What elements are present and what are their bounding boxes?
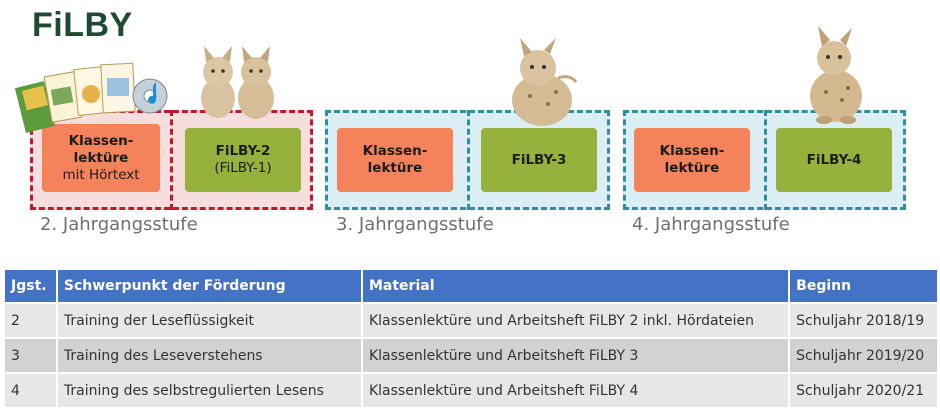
box-line: FiLBY-2 bbox=[215, 143, 271, 159]
cell-focus: Training der Leseflüssigkeit bbox=[55, 302, 363, 339]
box-line: FiLBY-3 bbox=[511, 151, 567, 168]
cell-start: Schuljahr 2020/21 bbox=[788, 372, 939, 409]
cell-start: Schuljahr 2018/19 bbox=[788, 302, 939, 339]
year-label-3: 3. Jahrgangsstufe bbox=[336, 214, 494, 235]
class-reading-box-4: Klassen- lektüre bbox=[634, 128, 750, 192]
filby-4-box: FiLBY-4 bbox=[776, 128, 892, 192]
grade-2-divider bbox=[170, 110, 173, 210]
box-line: (FiLBY-1) bbox=[214, 160, 272, 176]
cell-focus: Training des selbstregulierten Lesens bbox=[55, 372, 363, 409]
filby-logo: FiLBY bbox=[32, 6, 133, 44]
header-material: Material bbox=[360, 268, 791, 304]
cell-grade: 2 bbox=[3, 302, 58, 339]
cell-grade: 4 bbox=[3, 372, 58, 409]
table-row: 3 Training des Leseverstehens Klassenlek… bbox=[3, 337, 939, 374]
cell-material: Klassenlektüre und Arbeitsheft FiLBY 4 bbox=[360, 372, 791, 409]
year-label-4: 4. Jahrgangsstufe bbox=[632, 214, 790, 235]
class-reading-box-3: Klassen- lektüre bbox=[337, 128, 453, 192]
year-label-2: 2. Jahrgangsstufe bbox=[40, 214, 198, 235]
box-line: mit Hörtext bbox=[62, 166, 140, 183]
box-line: Klassen- bbox=[362, 143, 428, 159]
box-line: FiLBY-4 bbox=[806, 151, 862, 168]
box-line: lektüre bbox=[664, 160, 720, 176]
grade-4-divider bbox=[764, 110, 767, 210]
cell-grade: 3 bbox=[3, 337, 58, 374]
cell-focus: Training des Leseverstehens bbox=[55, 337, 363, 374]
box-line: lektüre bbox=[367, 160, 423, 176]
sitting-lynx bbox=[512, 38, 578, 126]
header-start: Beginn bbox=[788, 268, 939, 304]
filby-3-box: FiLBY-3 bbox=[481, 128, 597, 192]
table-row: 2 Training der Leseflüssigkeit Klassenle… bbox=[3, 302, 939, 339]
box-line: Klassen- bbox=[659, 143, 725, 159]
books-and-cd-illustration bbox=[14, 62, 168, 133]
grade-3-divider bbox=[467, 110, 470, 210]
cell-start: Schuljahr 2019/20 bbox=[788, 337, 939, 374]
two-lynx-cubs bbox=[201, 46, 274, 119]
box-line: Klassen- bbox=[68, 132, 134, 149]
cell-material: Klassenlektüre und Arbeitsheft FiLBY 2 i… bbox=[360, 302, 791, 339]
table-row: 4 Training des selbstregulierten Lesens … bbox=[3, 372, 939, 409]
filby-2-box: FiLBY-2 (FiLBY-1) bbox=[185, 128, 301, 192]
header-focus: Schwerpunkt der Förderung bbox=[55, 268, 363, 304]
filby-overview-table: Jgst. Schwerpunkt der Förderung Material… bbox=[3, 268, 939, 409]
box-line: lektüre bbox=[73, 149, 129, 166]
class-reading-with-audio-box: Klassen- lektüre mit Hörtext bbox=[42, 124, 160, 192]
cell-material: Klassenlektüre und Arbeitsheft FiLBY 3 bbox=[360, 337, 791, 374]
table-header-row: Jgst. Schwerpunkt der Förderung Material… bbox=[3, 268, 939, 304]
header-grade: Jgst. bbox=[3, 268, 58, 304]
standing-lynx bbox=[810, 26, 862, 124]
